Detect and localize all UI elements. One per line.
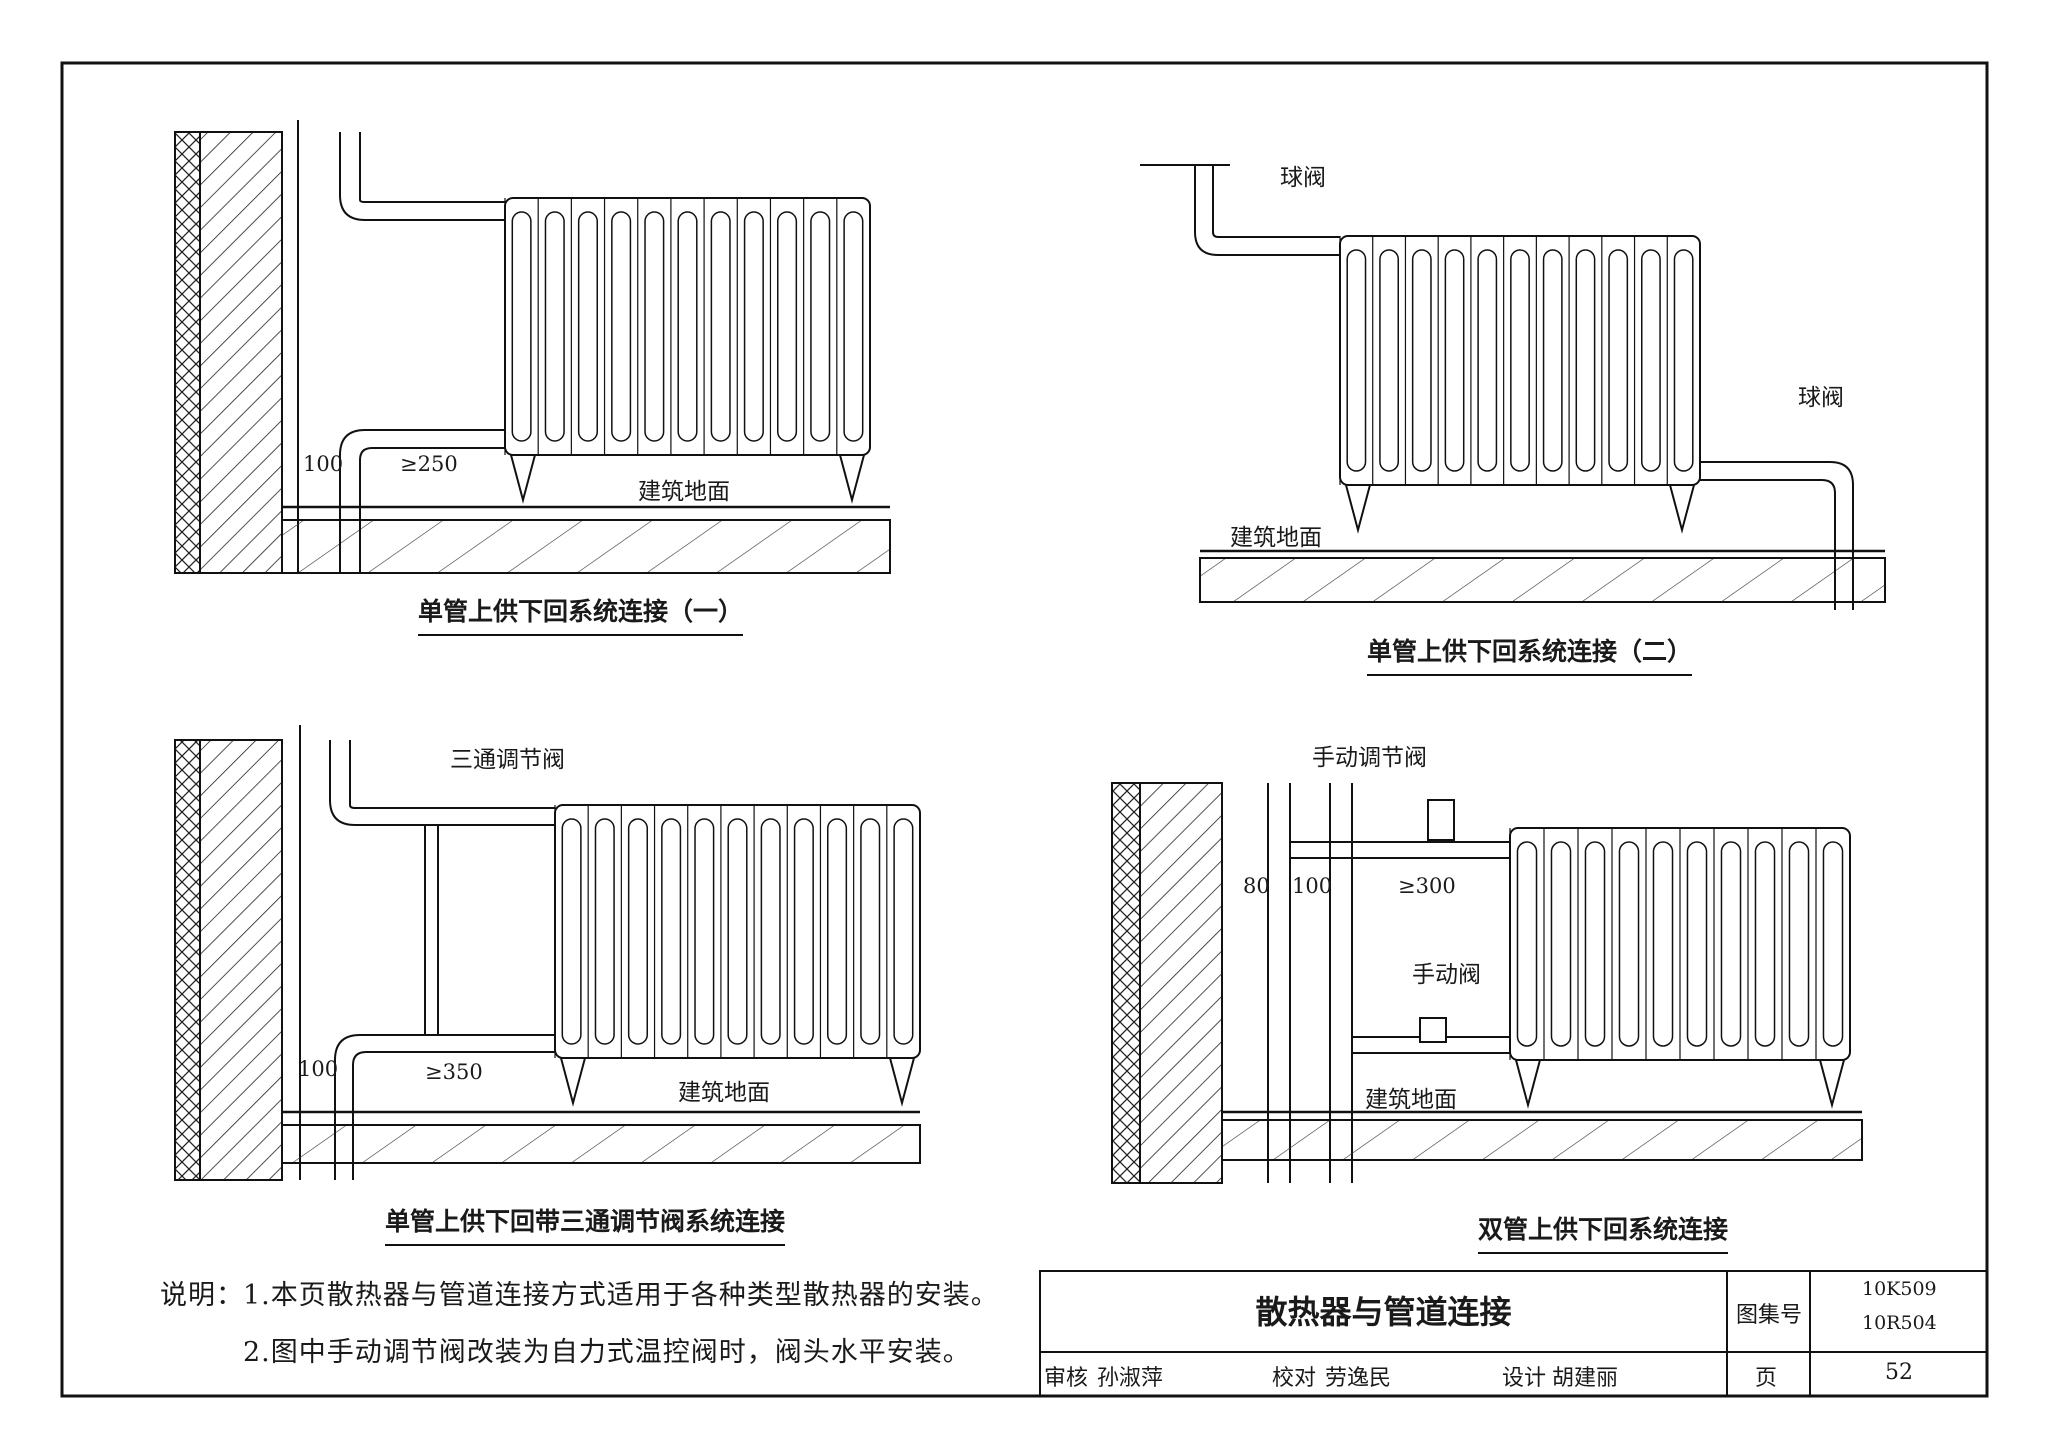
diagram-2-drawing [1140, 164, 1886, 610]
diagram-4-dim-100: 100 [1292, 874, 1333, 898]
page-number: 52 [1885, 1360, 1913, 1385]
check-label: 校对 [1272, 1366, 1317, 1391]
diagram-3-valve-label: 三通调节阀 [450, 747, 565, 773]
checker-name: 劳逸民 [1325, 1366, 1392, 1391]
atlas-number-1: 10K509 [1862, 1278, 1937, 1300]
reviewer-name: 孙淑萍 [1097, 1366, 1164, 1391]
atlas-number-2: 10R504 [1862, 1312, 1937, 1334]
diagram-4-valve-label-top: 手动调节阀 [1312, 745, 1427, 771]
diagram-4-drawing [1111, 782, 1863, 1184]
note-item-2: 2.图中手动调节阀改装为自力式温控阀时，阀头水平安装。 [243, 1337, 971, 1368]
designer-name: 胡建丽 [1552, 1366, 1619, 1391]
diagram-2-caption: 单管上供下回系统连接（二） [1367, 632, 1693, 676]
diagram-1-dim-250: ≥250 [400, 452, 458, 476]
atlas-number-label: 图集号 [1736, 1303, 1803, 1328]
radiator-2 [1339, 235, 1701, 534]
diagram-4-dim-300: ≥300 [1398, 874, 1456, 898]
diagram-4-floor-label: 建筑地面 [1365, 1087, 1457, 1113]
diagram-3-caption: 单管上供下回带三通调节阀系统连接 [385, 1202, 786, 1246]
diagram-3-dim-100: 100 [298, 1057, 339, 1081]
diagram-1-drawing [174, 120, 891, 574]
review-label: 审核 [1044, 1366, 1089, 1391]
sheet-frame [60, 61, 1989, 1398]
title-block-frame [1039, 1270, 1988, 1397]
page-label: 页 [1755, 1366, 1778, 1391]
notes-prefix: 说明： [160, 1280, 244, 1311]
diagram-1-dim-100: 100 [303, 452, 344, 476]
drawing-title: 散热器与管道连接 [1255, 1293, 1512, 1331]
radiator-1 [504, 197, 871, 504]
design-label: 设计 [1502, 1366, 1547, 1391]
diagram-4-caption: 双管上供下回系统连接 [1478, 1210, 1729, 1254]
radiator-4 [1509, 827, 1851, 1109]
diagram-1-caption: 单管上供下回系统连接（一） [418, 592, 744, 636]
diagram-3-drawing [174, 725, 921, 1181]
diagram-3-floor-label: 建筑地面 [678, 1080, 770, 1106]
radiator-3 [554, 804, 921, 1107]
diagram-1-floor-label: 建筑地面 [638, 479, 730, 505]
diagram-4-valve-label-bottom: 手动阀 [1412, 962, 1481, 988]
diagram-2-valve-label-bottom: 球阀 [1798, 385, 1844, 411]
note-item-1: 1.本页散热器与管道连接方式适用于各种类型散热器的安装。 [243, 1280, 999, 1311]
diagram-3-dim-350: ≥350 [425, 1060, 483, 1084]
diagram-2-floor-label: 建筑地面 [1230, 525, 1322, 551]
diagram-4-dim-80: 80 [1243, 874, 1270, 898]
diagram-2-valve-label-top: 球阀 [1280, 165, 1326, 191]
